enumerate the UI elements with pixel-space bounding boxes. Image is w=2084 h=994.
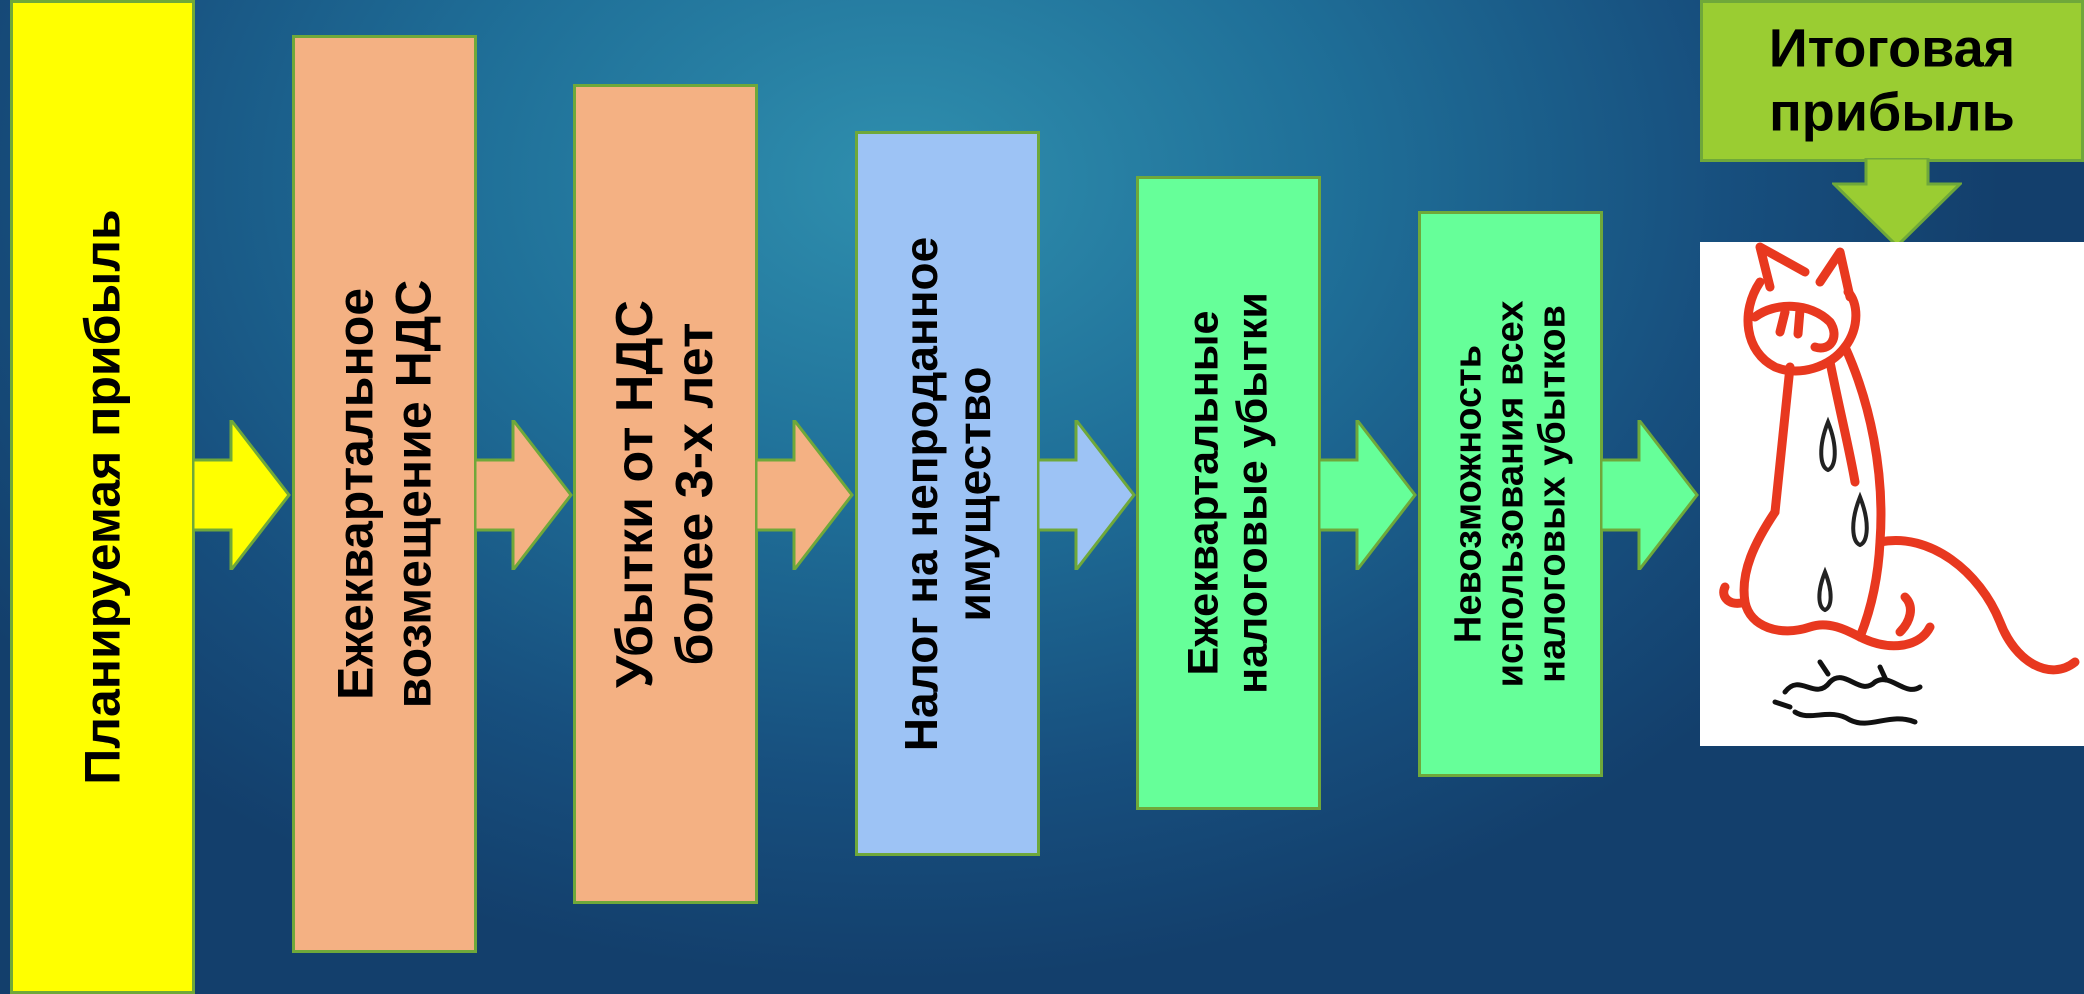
step-1-box: Планируемая прибыль bbox=[10, 0, 195, 994]
arrow-4-icon bbox=[1038, 420, 1136, 570]
step-2-label: Ежеквартальное возмещение НДС bbox=[327, 279, 441, 709]
step-5-box: Ежеквартальные налоговые убытки bbox=[1136, 176, 1321, 810]
crying-cat-icon bbox=[1719, 242, 2080, 726]
crying-cat-picture bbox=[1700, 242, 2084, 746]
arrow-6-icon bbox=[1601, 420, 1699, 570]
step-3-label: Убытки от НДС более 3-х лет bbox=[605, 299, 724, 689]
step-4-box: Налог на непроданное имущество bbox=[855, 131, 1040, 856]
step-1-label: Планируемая прибыль bbox=[73, 209, 130, 785]
step-6-label: Невозможность использования всех налогов… bbox=[1446, 300, 1573, 688]
final-result-box: Итоговая прибыль bbox=[1700, 0, 2084, 162]
step-2-box: Ежеквартальное возмещение НДС bbox=[292, 35, 477, 953]
arrow-5-icon bbox=[1319, 420, 1417, 570]
arrow-3-icon bbox=[756, 420, 854, 570]
step-3-box: Убытки от НДС более 3-х лет bbox=[573, 84, 758, 904]
arrow-2-icon bbox=[475, 420, 573, 570]
step-4-label: Налог на непроданное имущество bbox=[894, 236, 1000, 751]
step-6-box: Невозможность использования всех налогов… bbox=[1418, 211, 1603, 777]
down-arrow-icon bbox=[1832, 158, 1962, 248]
final-result-label: Итоговая прибыль bbox=[1768, 18, 2016, 142]
step-5-label: Ежеквартальные налоговые убытки bbox=[1179, 292, 1277, 694]
arrow-1-icon bbox=[193, 420, 291, 570]
